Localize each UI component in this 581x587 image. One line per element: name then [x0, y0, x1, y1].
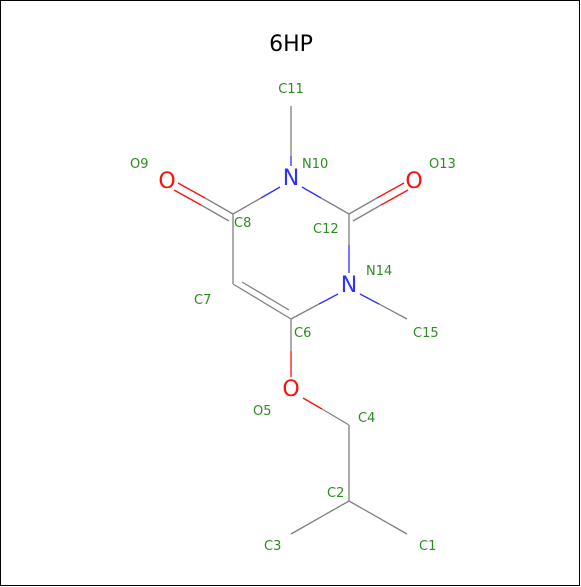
- bond-c12-o13-a-o-half: [376, 182, 405, 199]
- bond-c12-o13-b-o-half: [380, 189, 409, 206]
- bond-c12-o13-a: [348, 197, 378, 215]
- bonds: [173, 106, 409, 535]
- atom-label-o9: O9: [130, 157, 149, 172]
- atom-label-c8: C8: [234, 216, 251, 231]
- bond-n10-c8-n-half: [260, 186, 281, 199]
- atom-label-n14: N14: [366, 264, 392, 279]
- bond-c2-c1: [348, 500, 408, 535]
- bond-c12-o13-b: [352, 204, 382, 222]
- bond-n14-c6-n-half: [318, 293, 339, 305]
- atom-label-o5: O5: [253, 404, 272, 419]
- bond-c8-o9-a-o-half: [177, 182, 206, 199]
- atom-symbols: O N O N O: [158, 166, 422, 402]
- atom-label-c3: C3: [264, 539, 281, 554]
- atom-n14-symbol: N: [341, 273, 357, 298]
- bond-n14-c15-n-half: [359, 293, 380, 305]
- atom-labels: C11 O9 N10 O13 C8 C12 N14 C7 C6 C15 O5 C…: [130, 82, 456, 554]
- bond-n10-c12: [320, 197, 350, 215]
- atom-label-c4: C4: [358, 411, 375, 426]
- atom-label-c1: C1: [419, 539, 436, 554]
- molecule-title: 6HP: [269, 32, 313, 57]
- atom-n10-symbol: N: [283, 166, 299, 191]
- bond-o5-c4-o-half: [302, 397, 323, 410]
- bond-c7-c6-b: [241, 281, 290, 311]
- atom-label-n10: N10: [302, 157, 328, 172]
- bond-c8-o9-b: [200, 204, 230, 222]
- bond-c2-c3: [290, 500, 350, 535]
- bond-n10-c12-n-half: [301, 186, 322, 199]
- bond-o5-c4: [321, 408, 350, 426]
- bond-c8-o9-a: [204, 197, 234, 215]
- bond-n14-c6: [290, 303, 320, 320]
- atom-label-c7: C7: [194, 293, 211, 308]
- bond-n14-c15: [378, 303, 408, 320]
- atom-label-c12: C12: [313, 222, 339, 237]
- atom-o9-symbol: O: [158, 169, 175, 194]
- atom-o5-symbol: O: [282, 377, 299, 402]
- atom-label-c6: C6: [294, 326, 311, 341]
- bond-c8-o9-b-o-half: [173, 189, 202, 206]
- bond-c7-c6-a: [232, 283, 292, 320]
- atom-label-c2: C2: [327, 486, 344, 501]
- atom-label-c11: C11: [278, 82, 304, 97]
- bond-n10-c8: [232, 197, 262, 215]
- atom-label-o13: O13: [429, 157, 456, 172]
- atom-o13-symbol: O: [405, 169, 422, 194]
- atom-label-c15: C15: [413, 326, 439, 341]
